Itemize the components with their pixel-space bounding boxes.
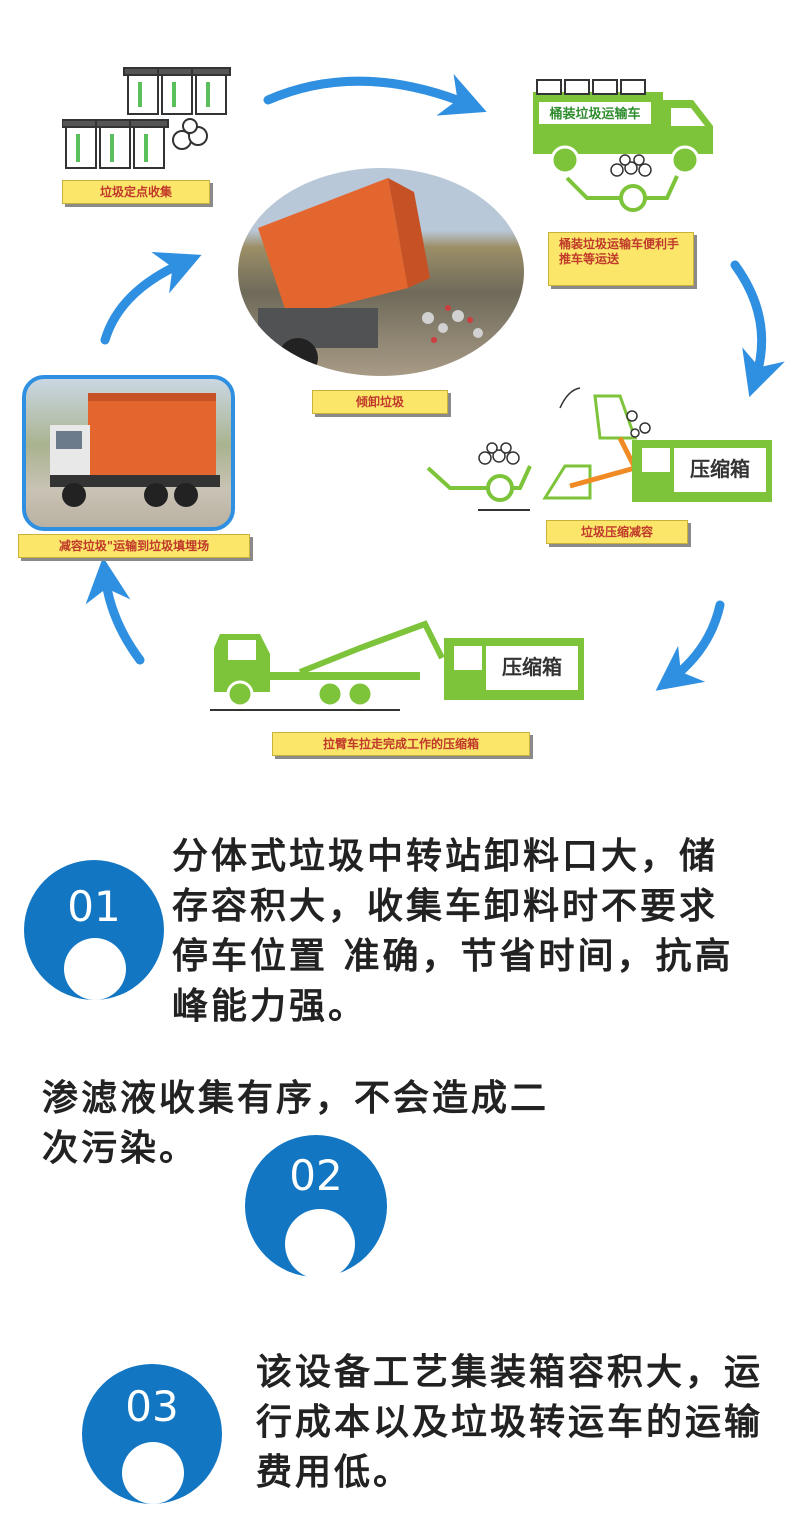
- step-collect-label: 垃圾定点收集: [62, 180, 210, 204]
- tipping-bin-icon: [542, 394, 638, 500]
- bin-icon: [157, 67, 197, 115]
- feature-01-badge: 01: [24, 860, 164, 1000]
- bin-icon: [123, 67, 163, 115]
- pull-box-sign: 压缩箱: [502, 655, 562, 679]
- arrow-left-bottom: [85, 557, 145, 665]
- badge-inner-circle: [285, 1209, 355, 1279]
- feature-01-number: 01: [67, 882, 121, 931]
- bin-icon: [129, 119, 169, 169]
- compress-box-sign: 压缩箱: [690, 457, 750, 481]
- step-dump-label: 倾卸垃圾: [312, 390, 448, 414]
- step-landfill-label: 减容垃圾"运输到垃圾填埋场: [18, 534, 250, 558]
- bin-icon: [62, 119, 101, 169]
- feature-02-number: 02: [289, 1151, 343, 1200]
- feature-02-badge: 02: [245, 1135, 387, 1279]
- dumping-bags-icon: [626, 410, 651, 438]
- step-transport-label: 桶装垃圾运输车便利手推车等运送: [548, 232, 694, 286]
- hooklift-truck-icon: [210, 620, 445, 711]
- feature-03-badge: 03: [82, 1364, 222, 1504]
- compression-illustration: 压缩箱: [426, 387, 772, 511]
- handcart-icon: [426, 442, 532, 511]
- badge-inner-circle: [122, 1442, 184, 1504]
- arrow-left-top: [100, 252, 202, 345]
- feature-01-text: 分体式垃圾中转站卸料口大，储存容积大，收集车卸料时不要求停车位置 准确，节省时间…: [172, 836, 734, 1027]
- garbage-bags-icon: [172, 118, 208, 150]
- transport-truck-illustration: 桶装垃圾运输车: [533, 79, 713, 212]
- transport-truck-sign: 桶装垃圾运输车: [548, 106, 640, 122]
- feature-03-text: 该设备工艺集装箱容积大，运行成本以及垃圾转运车的运输费用低。: [256, 1352, 764, 1493]
- compress-box-icon: 压缩箱: [632, 440, 772, 502]
- cycle-arrows: [85, 73, 785, 691]
- handcart-icon: [565, 154, 679, 212]
- bins-illustration: [62, 67, 231, 169]
- bin-icon: [95, 119, 135, 169]
- feature-03-number: 03: [125, 1382, 179, 1431]
- step-compress-label: 垃圾压缩减容: [546, 520, 688, 544]
- hooklift-truck-illustration: 压缩箱: [210, 620, 584, 711]
- step-pull-label: 拉臂车拉走完成工作的压缩箱: [272, 732, 530, 756]
- feature-02-text: 渗滤液收集有序，不会造成二次污染。: [42, 1078, 550, 1169]
- bin-icon: [191, 67, 231, 115]
- arrow-right-top: [730, 260, 785, 398]
- landfill-truck-photo: [22, 375, 235, 531]
- badge-inner-circle: [64, 938, 126, 1000]
- compress-box-icon: 压缩箱: [444, 638, 584, 700]
- motion-lines-icon: [559, 387, 581, 409]
- arrow-top: [263, 73, 487, 116]
- arrow-right-bottom: [655, 600, 725, 691]
- dumping-photo: [238, 168, 524, 376]
- truck-icon: 桶装垃圾运输车: [533, 79, 713, 175]
